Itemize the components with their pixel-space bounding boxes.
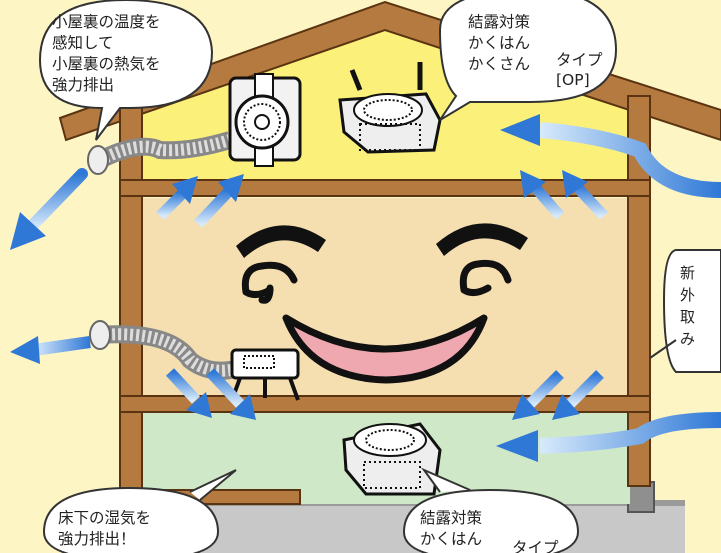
underfloor-stirrer-fan	[342, 422, 442, 496]
bubble-line: かくはん	[420, 530, 483, 548]
smiley-face	[236, 223, 528, 384]
bubble-attic-stirrer-text: 結露対策 かくはん かくさん タイプ [OP]	[468, 12, 603, 89]
bubble-line: かくはん	[468, 34, 531, 52]
bubble-fresh-air	[649, 249, 721, 373]
bubble-line: 結露対策	[420, 509, 483, 527]
bubble-line: かくさん	[468, 55, 531, 73]
bubble-line: 結露対策	[468, 13, 531, 31]
type-label: タイプ [OP]	[556, 50, 603, 90]
bubble-underfloor-stirrer	[402, 467, 580, 553]
bubble-line: 床下の湿気を	[58, 509, 152, 527]
type-code: [OP]	[556, 71, 590, 89]
bubble-underfloor-stirrer-text: 結露対策 かくはん タイプ	[420, 508, 559, 553]
bubble-fresh-air-text: 新 外 取 み	[680, 262, 695, 350]
bubble-line: 小屋裏の熱気を	[52, 55, 161, 73]
bubble-attic-fan-text: 小屋裏の温度を 感知して 小屋裏の熱気を 強力排出	[52, 12, 161, 96]
bubble-line: 取	[680, 308, 696, 326]
underfloor-exhaust-fan	[89, 320, 300, 401]
bubble-line: 強力排出	[52, 76, 115, 94]
bubble-line: 強力排出！	[58, 530, 136, 548]
type-label: タイプ	[512, 539, 559, 553]
bubble-line: 小屋裏の温度を	[52, 13, 161, 31]
bubble-underfloor-fan-text: 床下の湿気を 強力排出！	[58, 508, 151, 550]
attic-exhaust-fan	[87, 73, 302, 175]
airflow-arrows	[10, 114, 721, 462]
bubble-attic-fan	[38, 0, 214, 141]
bubble-line: 感知して	[52, 34, 114, 52]
bubble-line: 新	[680, 264, 696, 282]
bubble-line: み	[680, 330, 696, 348]
speech-bubbles	[38, 0, 721, 553]
bubble-attic-stirrer	[438, 0, 618, 121]
attic-stirrer-fan	[338, 62, 442, 154]
bubble-line: 外	[680, 286, 696, 304]
bubble-underfloor-fan	[42, 469, 237, 553]
type-name: タイプ	[556, 51, 603, 69]
